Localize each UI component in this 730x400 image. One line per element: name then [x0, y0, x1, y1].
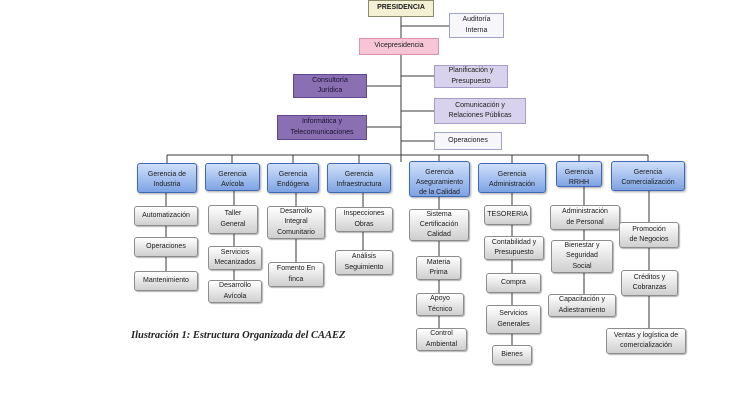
staff-informatica-box: Informática y Telecomunicaciones [277, 115, 367, 140]
sub-materia-prima-box: Materia Prima [416, 256, 461, 280]
sub-sistema-certificacion-box: Sistema Certificación Calidad [409, 209, 469, 241]
gerencia-endogena-box: Gerencia Endógena [267, 163, 319, 193]
sub-operaciones-box: Operaciones [134, 237, 198, 257]
staff-operaciones-box: Operaciones [434, 132, 502, 150]
gerencia-industria-box: Gerencia de Industria [137, 163, 197, 193]
sub-contabilidad-box: Contabilidad y Presupuesto [484, 236, 544, 260]
sub-analisis-box: Análisis Seguimiento [335, 250, 393, 275]
presidencia-box: PRESIDENCIA [368, 0, 434, 17]
sub-taller-general-box: Taller General [208, 205, 258, 234]
sub-automatizacion-box: Automatización [134, 206, 198, 226]
sub-servicios-generales-box: Servicios Generales [486, 305, 541, 334]
gerencia-infraestructura-box: Gerencia Infraestructura [327, 163, 391, 193]
sub-capacitacion-box: Capacitación y Adiestramiento [548, 294, 616, 317]
sub-bienestar-box: Bienestar y Seguridad Social [551, 240, 613, 273]
staff-comunicacion-box: Comunicación y Relaciones Públicas [434, 98, 526, 124]
sub-inspecciones-box: Inspecciones Obras [335, 207, 393, 232]
staff-consultoria-box: Consultoría Jurídica [293, 74, 367, 98]
sub-fomento-finca-box: Fomento En finca [268, 262, 324, 287]
sub-bienes-box: Bienes [492, 345, 532, 365]
sub-servicios-mecanizados-box: Servicios Mecanizados [208, 246, 262, 270]
gerencia-administracion-box: Gerencia Administración [478, 163, 546, 193]
sub-creditos-box: Créditos y Cobranzas [621, 270, 678, 296]
sub-desarrollo-avicola-box: Desarrollo Avícola [208, 280, 262, 303]
sub-mantenimiento-box: Mantenimiento [134, 271, 198, 291]
gerencia-calidad-box: Gerencia Aseguramiento de la Calidad [409, 161, 470, 197]
sub-tesoreria-box: TESORERIA [484, 205, 531, 225]
gerencia-comercializacion-box: Gerencia Comercialización [611, 161, 685, 191]
gerencia-rrhh-box: Gerencia RRHH [556, 161, 602, 187]
sub-administracion-personal-box: Administración de Personal [550, 205, 620, 230]
sub-ventas-box: Ventas y logística de comercialización [606, 328, 686, 354]
auditoria-box: Auditoría Interna [449, 13, 504, 38]
sub-control-ambiental-box: Control Ambiental [416, 328, 467, 351]
figure-caption: Ilustración 1: Estructura Organizada del… [131, 330, 346, 341]
sub-promocion-box: Promoción de Negocios [619, 222, 679, 248]
vicepresidencia-box: Vicepresidencia [359, 38, 439, 55]
gerencia-avicola-box: Gerencia Avícola [205, 163, 260, 191]
staff-planificacion-box: Planificación y Presupuesto [434, 65, 508, 88]
sub-apoyo-tecnico-box: Apoyo Técnico [416, 293, 464, 316]
sub-compra-box: Compra [486, 273, 541, 293]
sub-desarrollo-integral-box: Desarrollo Integral Comunitario [267, 206, 325, 239]
